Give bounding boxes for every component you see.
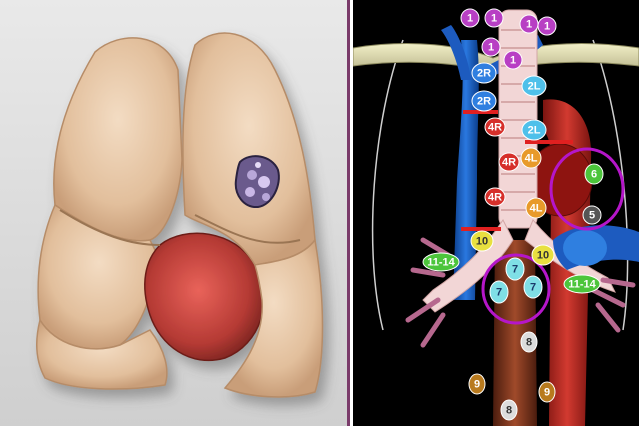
lymph-node-station-s7a: 7: [506, 258, 524, 280]
lymph-node-station-s1f: 1: [504, 51, 522, 69]
station-label: 1: [467, 13, 473, 25]
lymph-node-station-s7c: 7: [524, 276, 542, 298]
lymph-node-station-s2r-a: 2R: [472, 63, 496, 83]
station-label: 4L: [530, 203, 543, 215]
lymph-node-station-s10b: 10: [532, 245, 554, 265]
lymph-node-station-s2r-b: 2R: [472, 91, 496, 111]
pulmonary-trunk: [563, 230, 607, 266]
station-label: 6: [591, 169, 597, 181]
lymph-node-station-s4r-a: 4R: [485, 118, 505, 136]
lymph-node-station-s6: 6: [585, 164, 603, 184]
lymph-node-station-s4l-b: 4L: [526, 198, 546, 218]
lymph-node-station-s1e: 1: [482, 38, 500, 56]
lymph-node-station-s1b: 1: [485, 9, 503, 27]
right-pleura-line: [373, 40, 403, 330]
lung-specimen-illustration: [0, 0, 347, 426]
station-label: 5: [589, 210, 595, 222]
lymph-node-station-s4l-a: 4L: [521, 148, 541, 168]
left-lung-upper-lobe: [183, 33, 315, 265]
lymph-node-station-s1d: 1: [538, 17, 556, 35]
station-label: 10: [537, 250, 549, 262]
lymph-node-station-s2l-a: 2L: [522, 76, 546, 96]
station-label: 1: [526, 19, 532, 31]
station-label: 1: [510, 55, 516, 67]
lymph-node-station-s1a: 1: [461, 9, 479, 27]
lymph-node-station-s9a: 9: [469, 374, 485, 394]
station-label: 7: [530, 282, 536, 294]
station-label: 2L: [528, 125, 541, 137]
lymph-node-station-s8a: 8: [521, 332, 537, 352]
station-label: 11-14: [568, 279, 596, 291]
station-label: 1: [488, 42, 494, 54]
lymph-node-station-s1c: 1: [520, 15, 538, 33]
lymph-node-station-s2l-b: 2L: [522, 120, 546, 140]
station-label: 8: [526, 337, 532, 349]
lymph-node-station-s10a: 10: [471, 231, 493, 251]
station-label: 2R: [477, 68, 491, 80]
station-label: 4R: [488, 122, 502, 134]
station-label: 4R: [488, 192, 502, 204]
lymph-node-station-s11a: 11-14: [423, 253, 459, 271]
station-label: 1: [544, 21, 550, 33]
lymph-node-station-s8b: 8: [501, 400, 517, 420]
lymph-node-station-s11b: 11-14: [564, 275, 600, 293]
lymph-node-station-s5: 5: [583, 206, 601, 224]
station-label: 7: [496, 287, 502, 299]
station-label: 11-14: [427, 257, 455, 269]
station-label: 1: [491, 13, 497, 25]
station-label: 4L: [525, 153, 538, 165]
station-label: 9: [474, 379, 480, 391]
lymph-node-station-s4r-c: 4R: [485, 188, 505, 206]
station-label: 9: [544, 387, 550, 399]
station-label: 4R: [502, 157, 516, 169]
lymph-node-station-s7b: 7: [490, 281, 508, 303]
lymph-node-station-s9b: 9: [539, 382, 555, 402]
station-label: 8: [506, 405, 512, 417]
lung-specimen-panel: [0, 0, 350, 426]
station-label: 7: [512, 264, 518, 276]
station-label: 10: [476, 236, 488, 248]
station-label: 2R: [477, 96, 491, 108]
lymph-node-station-s4r-b: 4R: [499, 153, 519, 171]
station-label: 2L: [528, 81, 541, 93]
right-lung-upper-lobe: [54, 38, 182, 241]
